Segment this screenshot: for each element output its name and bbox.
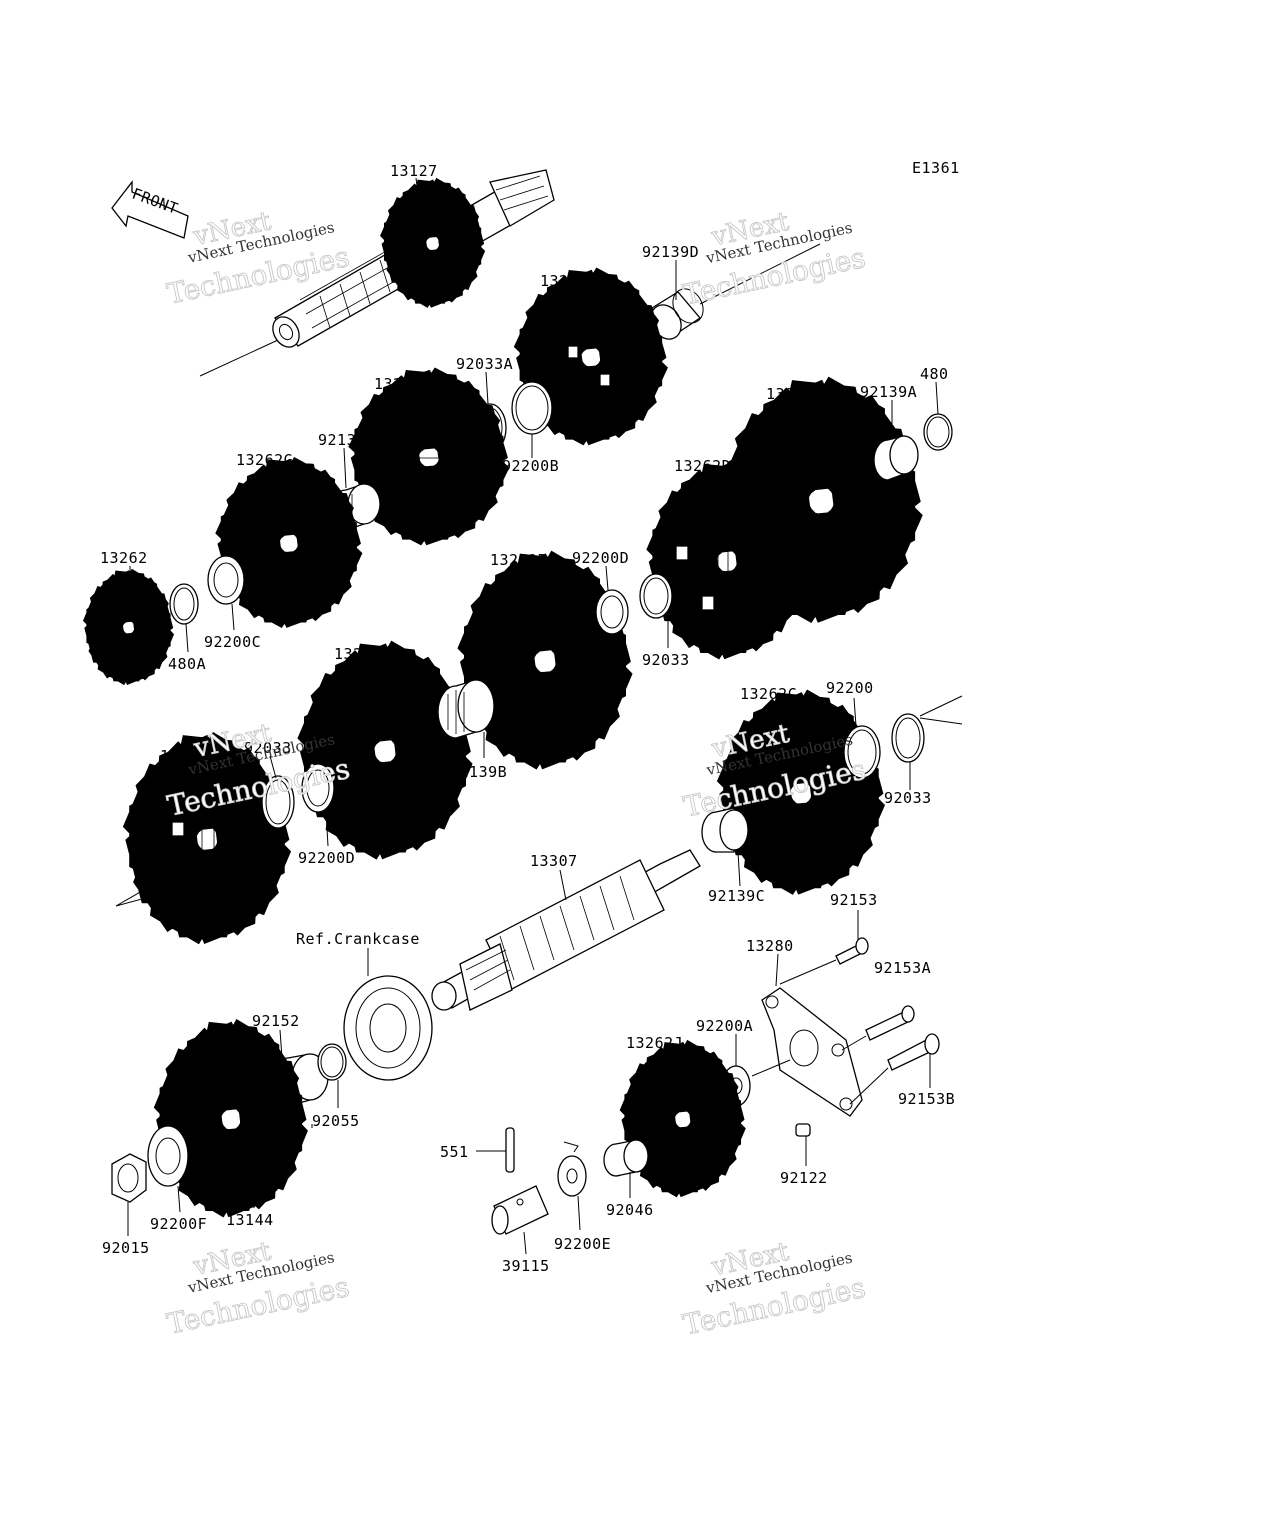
washer-92200 — [843, 725, 881, 779]
label-480: 480 — [920, 365, 949, 383]
label-92033-lower: 92033 — [244, 739, 292, 757]
label-92139: 92139 — [318, 431, 366, 449]
gear-13262H — [115, 778, 254, 906]
nut-92015 — [111, 1153, 147, 1203]
dowel-92122 — [795, 1123, 811, 1137]
watermark-bottom-left: vNext Technologies vNext Technologies — [164, 1236, 353, 1341]
bearing-92139C — [701, 807, 749, 853]
label-92033A: 92033A — [456, 355, 513, 373]
label-13144: 13144 — [226, 1211, 274, 1229]
label-13262I: 13262I — [540, 272, 597, 290]
label-92015: 92015 — [102, 1239, 150, 1257]
washer-92200D-upper — [595, 589, 629, 635]
gear-13262B — [497, 598, 594, 721]
label-13262H: 13262H — [160, 747, 217, 765]
label-551: 551 — [440, 1143, 469, 1161]
bracket-13280 — [761, 987, 863, 1117]
label-480A: 480A — [168, 655, 206, 673]
bolt-92153B — [849, 1033, 940, 1105]
label-13262D: 13262D — [674, 457, 731, 475]
circlip-92033-upper — [639, 573, 673, 619]
bearing-92139A — [873, 435, 919, 481]
label-92139B: 92139B — [450, 763, 507, 781]
label-92122: 92122 — [780, 1169, 828, 1187]
label-13262C: 13262C — [740, 685, 797, 703]
label-92153A: 92153A — [874, 959, 931, 977]
label-92200: 92200 — [826, 679, 874, 697]
washer-92200E — [557, 1141, 587, 1197]
label-13262B: 13262B — [490, 551, 547, 569]
label-92200D-upper: 92200D — [572, 549, 629, 567]
front-arrow-icon: FRONT — [111, 180, 189, 239]
label-92200C: 92200C — [204, 633, 261, 651]
watermark-mid-left: vNext Technologies vNext Technologies — [164, 718, 353, 823]
washer-92200D-lower — [301, 763, 335, 813]
bolt-92153 — [779, 937, 869, 985]
label-92200D-lower: 92200D — [298, 849, 355, 867]
part-labels: 13127 92139D 13262I 92033A 13262E 92200B… — [100, 162, 955, 1275]
label-13262: 13262 — [100, 549, 148, 567]
label-92152: 92152 — [252, 1012, 300, 1030]
label-13262G: 13262G — [236, 451, 293, 469]
washer-92200F — [147, 1125, 189, 1187]
gear-13262D — [676, 504, 772, 615]
circlip-480A — [169, 583, 199, 625]
circlip-92033-right — [891, 695, 963, 763]
shaft-39115 — [491, 1185, 549, 1235]
label-13262E: 13262E — [374, 375, 431, 393]
gear-13262C — [754, 734, 847, 849]
label-92033-upper: 92033 — [642, 651, 690, 669]
gear-13262E — [384, 406, 473, 506]
watermark-top-right: vNext Technologies vNext Technologies — [680, 206, 869, 312]
label-92153B: 92153B — [898, 1090, 955, 1108]
sprocket-13144 — [188, 1062, 273, 1173]
label-13307: 13307 — [530, 852, 578, 870]
label-ref-crankcase: Ref.Crankcase — [296, 930, 420, 948]
label-13262J: 13262J — [626, 1034, 683, 1052]
shaft-13307 — [431, 849, 701, 1011]
label-13280: 13280 — [746, 937, 794, 955]
label-92200F: 92200F — [150, 1215, 207, 1233]
bolt-92153A — [841, 1005, 915, 1051]
circlip-480 — [923, 413, 953, 451]
leader-lines — [127, 177, 939, 1255]
washer-92200B — [511, 381, 553, 435]
label-92200A: 92200A — [696, 1017, 753, 1035]
shaft-13127 — [199, 169, 555, 377]
label-92200E: 92200E — [554, 1235, 611, 1253]
label-13262A: 13262A — [766, 385, 823, 403]
label-92139D: 92139D — [642, 243, 699, 261]
label-92055: 92055 — [312, 1112, 360, 1130]
crankcase-bearing — [343, 975, 433, 1081]
label-13127: 13127 — [390, 162, 438, 180]
gear-13262J — [648, 1074, 718, 1162]
label-92139C: 92139C — [708, 887, 765, 905]
label-92200B: 92200B — [502, 457, 559, 475]
watermark-top-left: vNext Technologies vNext Technologies — [164, 206, 353, 311]
label-92139A: 92139A — [860, 383, 917, 401]
label-13262F: 13262F — [334, 645, 391, 663]
gear-13262I — [548, 306, 633, 406]
circlip-92033-lower — [261, 775, 295, 829]
watermark-bottom-right: vNext Technologies vNext Technologies — [680, 1236, 869, 1342]
oring-92055 — [317, 1043, 347, 1081]
label-92033-right: 92033 — [884, 789, 932, 807]
label-39115: 39115 — [502, 1257, 550, 1275]
gear-13262F — [337, 688, 434, 811]
label-92153: 92153 — [830, 891, 878, 909]
bearing-92139B — [437, 679, 495, 739]
washer-92200C — [207, 555, 245, 605]
gear-13262 — [103, 594, 153, 659]
gear-13262G — [248, 494, 329, 590]
label-92046: 92046 — [606, 1201, 654, 1219]
bearing-92046 — [603, 1139, 649, 1177]
diagram-code: E1361 — [912, 159, 960, 177]
pin-551 — [505, 1127, 515, 1173]
